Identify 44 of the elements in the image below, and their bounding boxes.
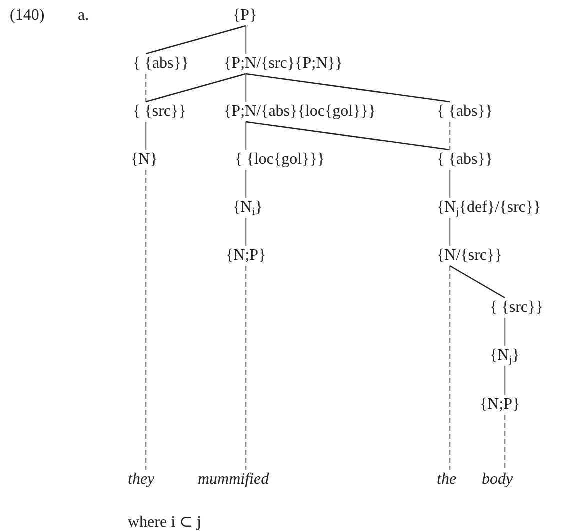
tree-branch <box>146 25 246 55</box>
feature-label: {N/{src}} <box>437 246 502 266</box>
example-number: a. <box>78 6 90 26</box>
tree-branch <box>245 122 247 150</box>
feature-label: {N} <box>131 150 158 170</box>
tree-branch <box>504 318 506 346</box>
dashed-line <box>504 415 506 470</box>
feature-label: {P;N/{src}{P;N}} <box>224 54 343 74</box>
tree-branch <box>246 73 450 103</box>
feature-label: { {loc{gol}}} <box>235 150 326 170</box>
feature-label: { {abs}} <box>437 150 494 170</box>
tree-branch <box>245 74 247 102</box>
note-text: where i ⊂ j <box>128 513 202 531</box>
dashed-line <box>449 122 451 150</box>
word-label: they <box>128 470 155 490</box>
tree-branch <box>450 265 506 299</box>
feature-label: {N;P} <box>226 246 266 266</box>
feature-label: {N$_{j}$} <box>490 346 520 366</box>
feature-label: {N$_{i}$} <box>233 198 263 218</box>
tree-branch <box>245 170 247 198</box>
tree-branch <box>246 121 450 151</box>
tree-branch <box>145 122 147 150</box>
feature-label: {P;N/{abs}{loc{gol}}} <box>224 102 376 122</box>
tree-branch <box>245 26 247 54</box>
word-label: mummified <box>198 470 270 490</box>
dashed-line <box>145 74 147 102</box>
tree-branch <box>146 73 246 103</box>
word-label: the <box>437 470 457 490</box>
feature-label: { {abs}} <box>437 102 494 122</box>
feature-label: { {src}} <box>133 102 186 122</box>
example-number: (140) <box>10 6 45 26</box>
dashed-line <box>449 266 451 470</box>
tree-branch <box>449 218 451 246</box>
tree-branch <box>504 366 506 395</box>
tree-branch <box>449 170 451 198</box>
feature-label: {N;P} <box>480 395 520 415</box>
word-label: body <box>482 470 514 490</box>
feature-label: { {abs}} <box>133 54 190 74</box>
tree-branch <box>245 218 247 246</box>
dashed-line <box>145 170 147 470</box>
dashed-line <box>245 266 247 470</box>
feature-label: {P} <box>233 6 258 26</box>
feature-label: { {src}} <box>490 298 544 318</box>
feature-label: {N$_{j}${def}/{src}} <box>437 198 542 218</box>
